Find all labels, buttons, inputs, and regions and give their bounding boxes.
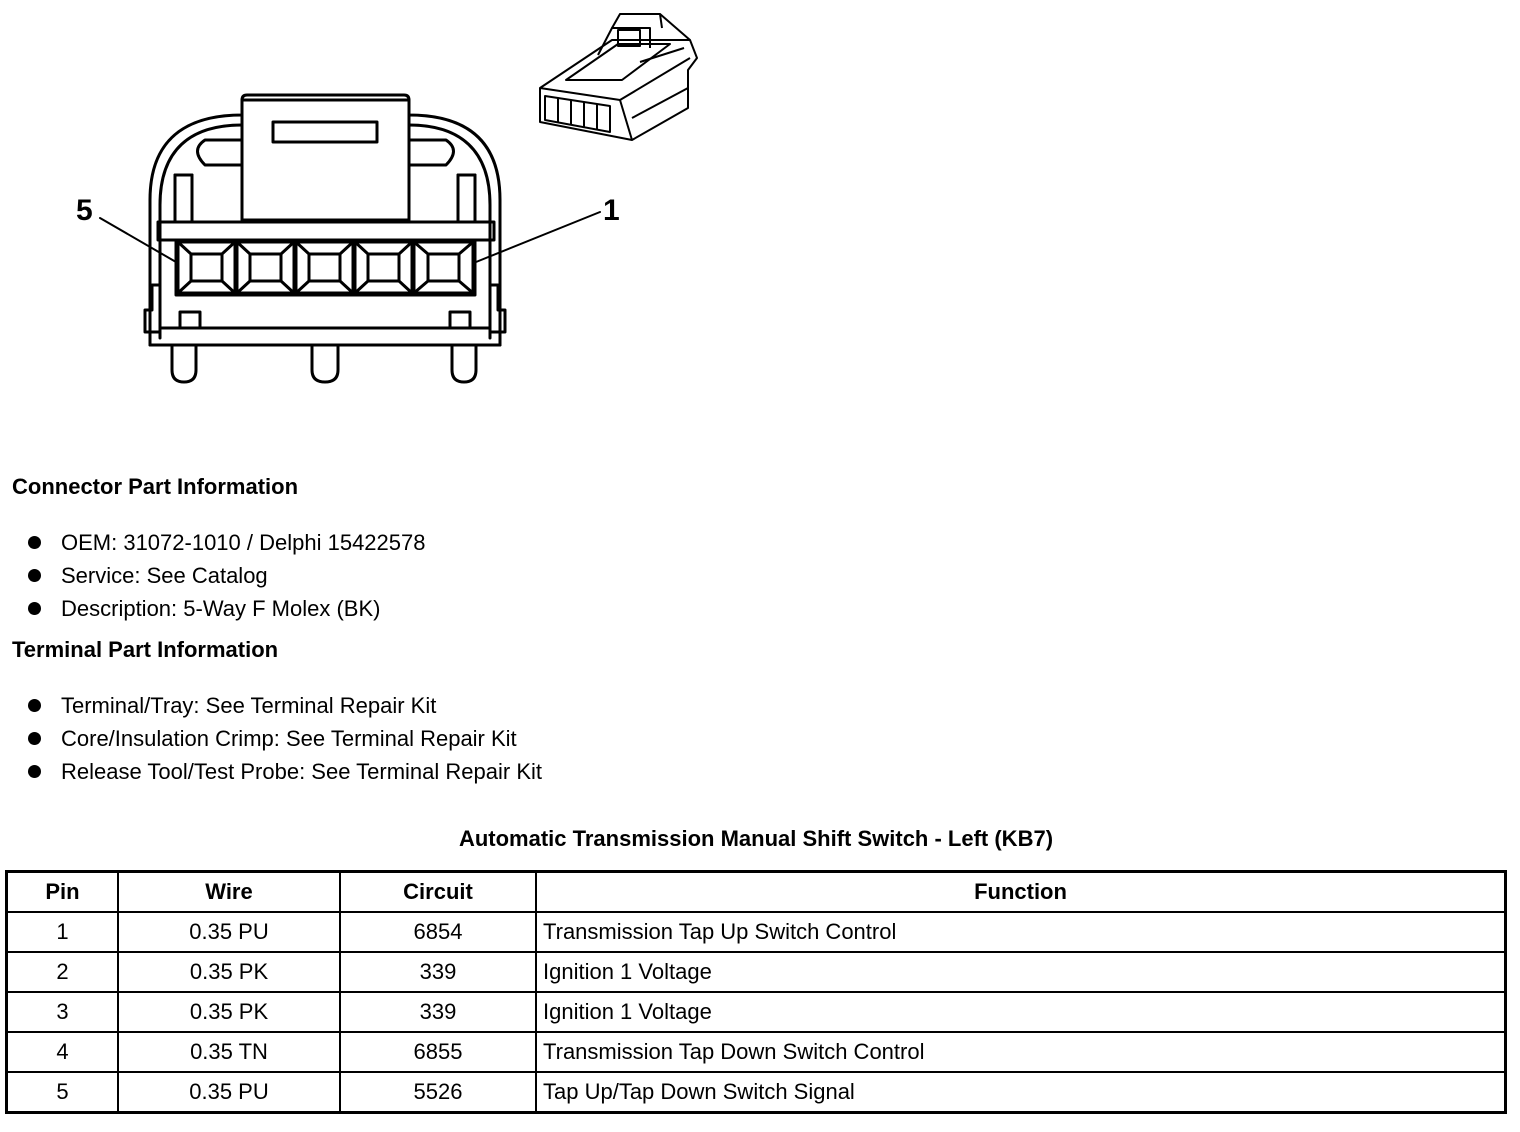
bullet-icon [28,536,41,549]
connector-info-list: OEM: 31072-1010 / Delphi 15422578 Servic… [28,526,425,625]
bullet-icon [28,602,41,615]
cell-wire: 0.35 PK [117,991,341,1033]
cell-pin: 5 [5,1071,119,1114]
header-circuit: Circuit [339,870,537,913]
list-item: Terminal/Tray: See Terminal Repair Kit [28,689,542,722]
table-row: 4 0.35 TN 6855 Transmission Tap Down Swi… [5,1031,1507,1073]
cell-pin: 4 [5,1031,119,1073]
connector-iso-view [539,13,698,141]
table-header-row: Pin Wire Circuit Function [5,870,1507,913]
list-item-text: OEM: 31072-1010 / Delphi 15422578 [61,530,426,555]
cell-function: Transmission Tap Down Switch Control [535,1031,1507,1073]
cell-circuit: 6854 [339,911,537,953]
bullet-icon [28,732,41,745]
list-item: Description: 5-Way F Molex (BK) [28,592,425,625]
cell-pin: 2 [5,951,119,993]
bullet-icon [28,569,41,582]
table-row: 5 0.35 PU 5526 Tap Up/Tap Down Switch Si… [5,1071,1507,1114]
list-item: Core/Insulation Crimp: See Terminal Repa… [28,722,542,755]
pin-table: Pin Wire Circuit Function 1 0.35 PU 6854… [5,870,1507,1114]
cell-function: Ignition 1 Voltage [535,951,1507,993]
terminal-info-list: Terminal/Tray: See Terminal Repair Kit C… [28,689,542,788]
list-item-text: Release Tool/Test Probe: See Terminal Re… [61,759,542,784]
cell-wire: 0.35 PU [117,911,341,953]
cell-circuit: 6855 [339,1031,537,1073]
terminal-info-heading: Terminal Part Information [12,637,279,662]
list-item-text: Core/Insulation Crimp: See Terminal Repa… [61,726,517,751]
list-item-text: Terminal/Tray: See Terminal Repair Kit [61,693,437,718]
cell-wire: 0.35 TN [117,1031,341,1073]
pin-label-1: 1 [603,194,620,227]
list-item: Release Tool/Test Probe: See Terminal Re… [28,755,542,788]
connector-drawing: 5 1 [76,13,698,384]
pin-label-5: 5 [76,194,93,227]
cell-pin: 3 [5,991,119,1033]
connector-diagram: 5 1 [0,0,760,440]
cell-circuit: 5526 [339,1071,537,1114]
cell-function: Tap Up/Tap Down Switch Signal [535,1071,1507,1114]
header-pin: Pin [5,870,119,913]
cell-function: Transmission Tap Up Switch Control [535,911,1507,953]
list-item: OEM: 31072-1010 / Delphi 15422578 [28,526,425,559]
table-title: Automatic Transmission Manual Shift Swit… [458,826,1054,851]
table-row: 3 0.35 PK 339 Ignition 1 Voltage [5,991,1507,1033]
cell-function: Ignition 1 Voltage [535,991,1507,1033]
bullet-icon [28,765,41,778]
list-item-text: Description: 5-Way F Molex (BK) [61,596,381,621]
cell-circuit: 339 [339,951,537,993]
connector-info-heading: Connector Part Information [12,474,299,499]
list-item-text: Service: See Catalog [61,563,268,588]
bullet-icon [28,699,41,712]
cell-pin: 1 [5,911,119,953]
cell-circuit: 339 [339,991,537,1033]
cell-wire: 0.35 PK [117,951,341,993]
table-row: 2 0.35 PK 339 Ignition 1 Voltage [5,951,1507,993]
header-function: Function [535,870,1507,913]
cell-wire: 0.35 PU [117,1071,341,1114]
table-row: 1 0.35 PU 6854 Transmission Tap Up Switc… [5,911,1507,953]
header-wire: Wire [117,870,341,913]
list-item: Service: See Catalog [28,559,425,592]
